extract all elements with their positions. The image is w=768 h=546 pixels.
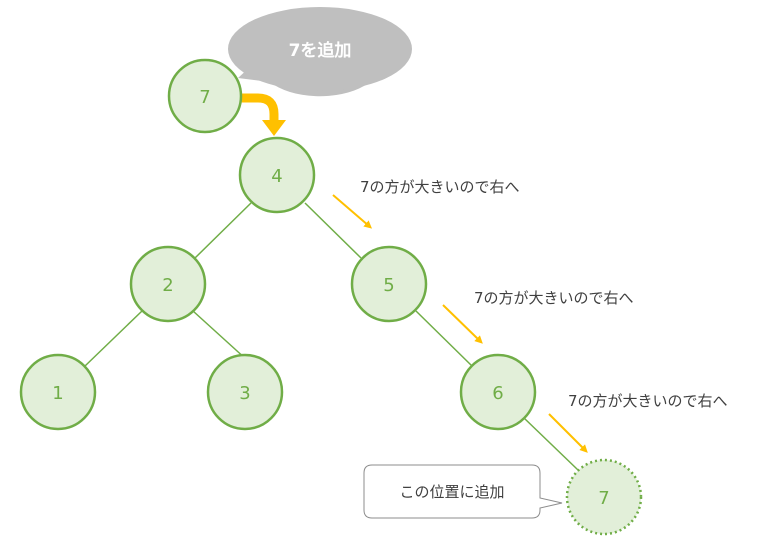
new-node-circle bbox=[167, 58, 243, 134]
direction-arrow-2 bbox=[442, 304, 483, 344]
tree-node-circle bbox=[206, 353, 284, 431]
tree-edges bbox=[84, 202, 579, 471]
tree-node-label: 1 bbox=[52, 383, 63, 404]
tree-node-5: 5 bbox=[350, 245, 428, 323]
inserted-node-label: 7 bbox=[598, 488, 609, 509]
new-node: 7 bbox=[167, 58, 243, 134]
tree-node-label: 6 bbox=[492, 383, 503, 404]
tree-node-circle bbox=[238, 136, 316, 214]
edge-5-6 bbox=[415, 310, 473, 367]
speech-bubble: 7を追加 bbox=[228, 7, 412, 97]
new-node-label: 7 bbox=[199, 87, 210, 108]
insert-arrow bbox=[232, 93, 286, 136]
note-right-2: 7の方が大きいので右へ bbox=[474, 289, 634, 307]
inserted-node-circle bbox=[565, 458, 643, 536]
tree-node-circle bbox=[129, 245, 207, 323]
tree-node-circle bbox=[19, 353, 97, 431]
insert-arrow-shaft bbox=[232, 93, 279, 120]
note-right-1: 7の方が大きいので右へ bbox=[360, 178, 520, 196]
speech-bubble-body bbox=[228, 7, 412, 91]
position-callout: この位置に追加 bbox=[363, 464, 563, 519]
direction-arrow-1 bbox=[332, 194, 373, 229]
edge-2-1 bbox=[84, 310, 143, 367]
tree-node-6: 6 bbox=[459, 353, 537, 431]
insert-arrow-head bbox=[262, 120, 286, 136]
note-right-3: 7の方が大きいので右へ bbox=[568, 392, 728, 410]
tree-node-label: 2 bbox=[162, 275, 173, 296]
tree-node-circle bbox=[350, 245, 428, 323]
callout-text: この位置に追加 bbox=[399, 483, 504, 501]
edge-6-7 bbox=[523, 417, 579, 471]
tree-node-3: 3 bbox=[206, 353, 284, 431]
edge-4-5 bbox=[304, 202, 362, 259]
edge-2-3 bbox=[192, 310, 248, 361]
tree-node-1: 1 bbox=[19, 353, 97, 431]
tree-node-circle bbox=[459, 353, 537, 431]
tree-node-label: 4 bbox=[271, 166, 282, 187]
speech-bubble-text: 7を追加 bbox=[289, 40, 352, 61]
callout-box bbox=[363, 464, 563, 519]
direction-arrows bbox=[332, 194, 588, 453]
tree-node-4: 4 bbox=[238, 136, 316, 214]
direction-arrow-3 bbox=[548, 413, 588, 453]
edge-4-2 bbox=[194, 202, 252, 259]
tree-node-2: 2 bbox=[129, 245, 207, 323]
tree-node-label: 3 bbox=[239, 383, 250, 404]
inserted-node: 7 bbox=[565, 458, 643, 536]
tree-node-label: 5 bbox=[383, 275, 394, 296]
